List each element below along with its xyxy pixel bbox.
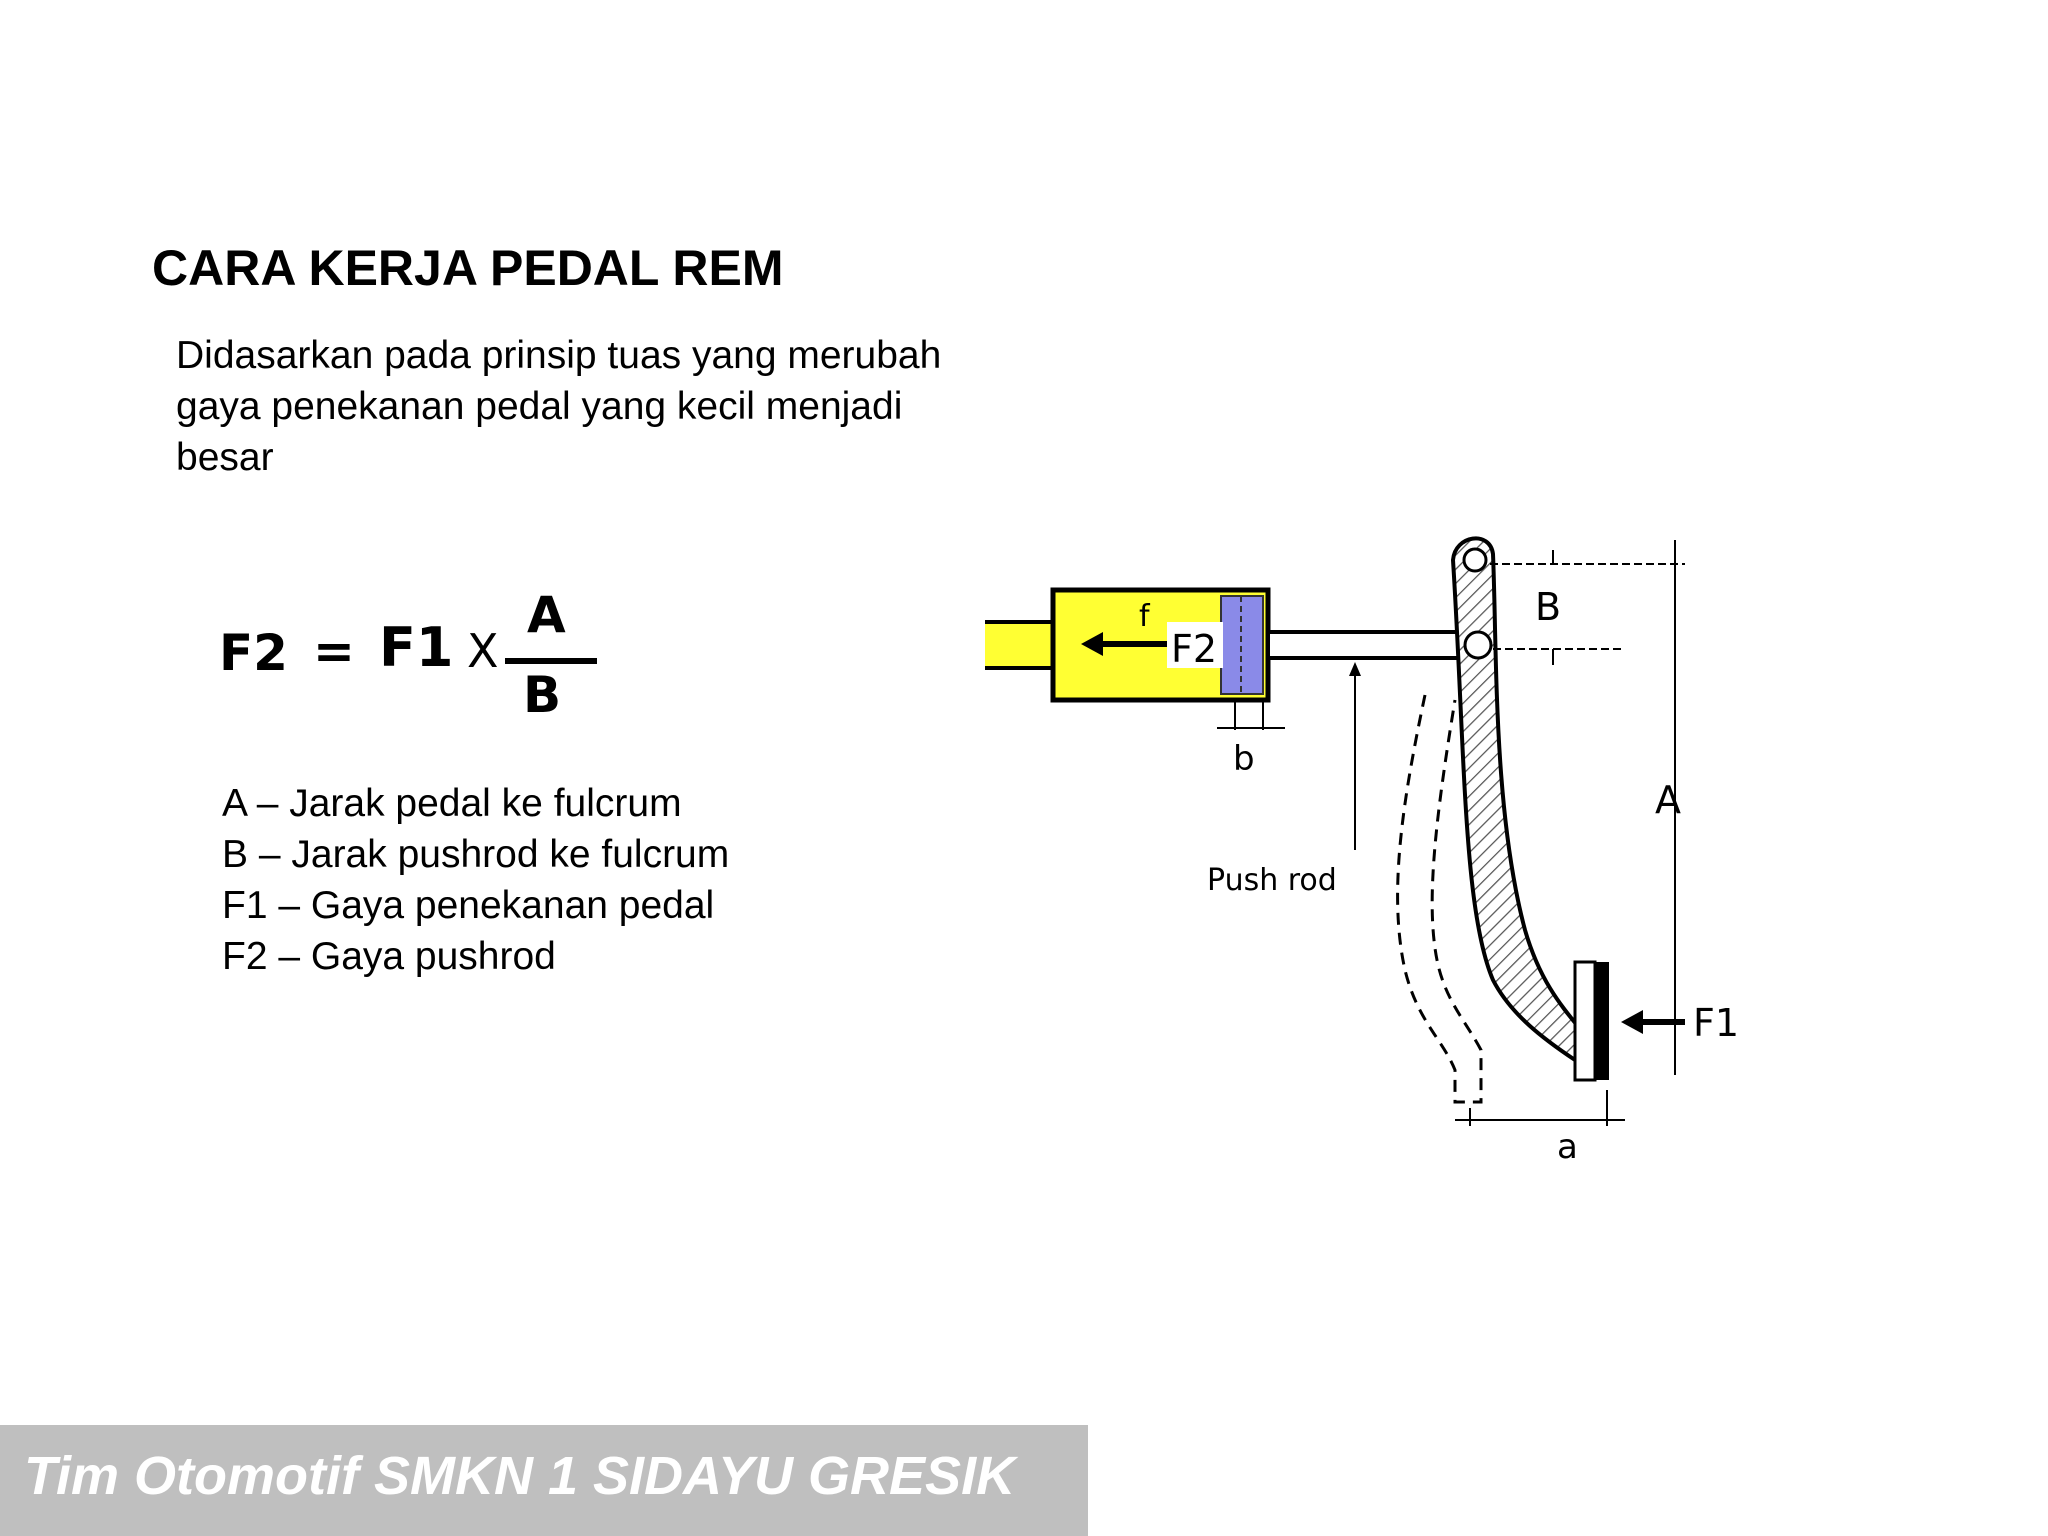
b-dimension: b (1217, 700, 1285, 779)
a-dimension: a (1455, 1090, 1625, 1167)
definition-item: F1 – Gaya penekanan pedal (222, 884, 715, 927)
definition-item: F2 – Gaya pushrod (222, 935, 556, 978)
f1-label: F1 (1693, 1001, 1739, 1045)
cylinder-outlet-edge (985, 590, 1055, 624)
pushrod-pin (1463, 630, 1493, 660)
b-lower-label: b (1233, 739, 1255, 779)
f1-force: F1 (1621, 1001, 1739, 1045)
formula-lhs: F2 (219, 624, 288, 682)
a-upper-label: A (1655, 778, 1681, 822)
lever-formula: F2 = F1 X A B (215, 586, 597, 736)
push-rod-shaft (1266, 630, 1480, 660)
b-upper-label: B (1535, 585, 1561, 629)
definition-item: A – Jarak pedal ke fulcrum (222, 782, 682, 825)
push-rod-arrow-head (1349, 662, 1361, 676)
intro-line-1: Didasarkan pada prinsip tuas yang meruba… (176, 334, 942, 377)
pedal-released-outline (1396, 694, 1483, 1104)
formula-numerator: A (527, 586, 566, 644)
brake-pedal-diagram: F2 f Push rod b B A F (985, 536, 1739, 1167)
master-cylinder: F2 f (985, 587, 1271, 703)
definition-item: B – Jarak pushrod ke fulcrum (222, 833, 730, 876)
slide-title: CARA KERJA PEDAL REM (152, 240, 784, 296)
formula-fraction-bar (505, 658, 597, 664)
f2-arrow-head (1081, 632, 1103, 656)
formula-f1: F1 (379, 616, 454, 679)
formula-equals: = (313, 622, 355, 680)
intro-text: Didasarkan pada prinsip tuas yang meruba… (176, 330, 1056, 483)
formula-times: X (467, 624, 499, 678)
f-small-label: f (1139, 599, 1151, 634)
formula-denominator: B (523, 666, 562, 724)
push-rod-label: Push rod (1207, 863, 1337, 898)
fulcrum-pin (1462, 547, 1488, 573)
cylinder-outlet (985, 622, 1053, 668)
cylinder-outlet-edge-lower (985, 666, 1055, 700)
pedal-arm (1450, 536, 1588, 1064)
f2-label: F2 (1171, 627, 1217, 671)
footer-banner: Tim Otomotif SMKN 1 SIDAYU GRESIK (0, 1425, 1088, 1536)
intro-line-3: besar (176, 436, 274, 479)
dimension-lines: B A (1490, 540, 1685, 1075)
footer-text: Tim Otomotif SMKN 1 SIDAYU GRESIK (24, 1446, 1016, 1506)
pedal-pad (1573, 960, 1609, 1082)
a-lower-label: a (1557, 1127, 1578, 1167)
intro-line-2: gaya penekanan pedal yang kecil menjadi (176, 385, 903, 428)
definitions-list: A – Jarak pedal ke fulcrum B – Jarak pus… (222, 778, 729, 982)
f2-label-box (1167, 622, 1223, 668)
